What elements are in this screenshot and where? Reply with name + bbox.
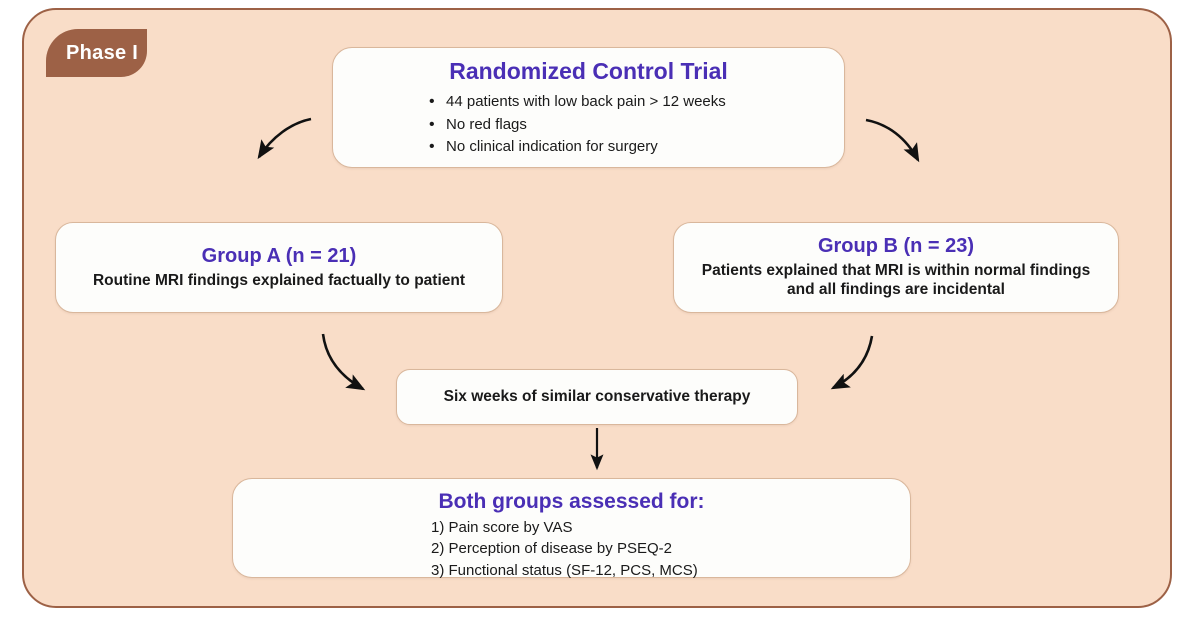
outcomes-list: 1) Pain score by VAS 2) Perception of di…: [233, 517, 910, 582]
node-outcome-assessment[interactable]: Both groups assessed for: 1) Pain score …: [232, 478, 911, 579]
group-b-title: Group B (n = 23): [817, 235, 975, 258]
group-a-description: Routine MRI findings explained factually…: [92, 271, 466, 289]
group-b-description: Patients explained that MRI is within no…: [701, 261, 1091, 299]
rct-title: Randomized Control Trial: [449, 58, 728, 84]
rct-bullet-3: No clinical indication for surgery: [429, 135, 844, 159]
rct-bullet-2: No red flags: [429, 113, 844, 137]
rct-bullet-list: 44 patients with low back pain > 12 week…: [333, 90, 844, 160]
node-group-a[interactable]: Group A (n = 21) Routine MRI findings ex…: [55, 222, 503, 313]
phase-tab-label: Phase I: [66, 41, 139, 64]
group-a-title: Group A (n = 21): [201, 245, 357, 268]
outcomes-item-3: 3) Functional status (SF-12, PCS, MCS): [431, 562, 698, 580]
outcomes-item-1: 1) Pain score by VAS: [431, 518, 573, 536]
node-group-b[interactable]: Group B (n = 23) Patients explained that…: [673, 222, 1119, 313]
therapy-label: Six weeks of similar conservative therap…: [443, 388, 751, 406]
node-randomized-control-trial[interactable]: Randomized Control Trial 44 patients wit…: [332, 47, 845, 168]
outcomes-item-2: 2) Perception of disease by PSEQ-2: [431, 540, 672, 558]
outcomes-title: Both groups assessed for:: [438, 490, 705, 513]
rct-bullet-1: 44 patients with low back pain > 12 week…: [429, 90, 844, 114]
phase-tab: Phase I: [46, 29, 147, 77]
node-conservative-therapy[interactable]: Six weeks of similar conservative therap…: [396, 369, 798, 425]
